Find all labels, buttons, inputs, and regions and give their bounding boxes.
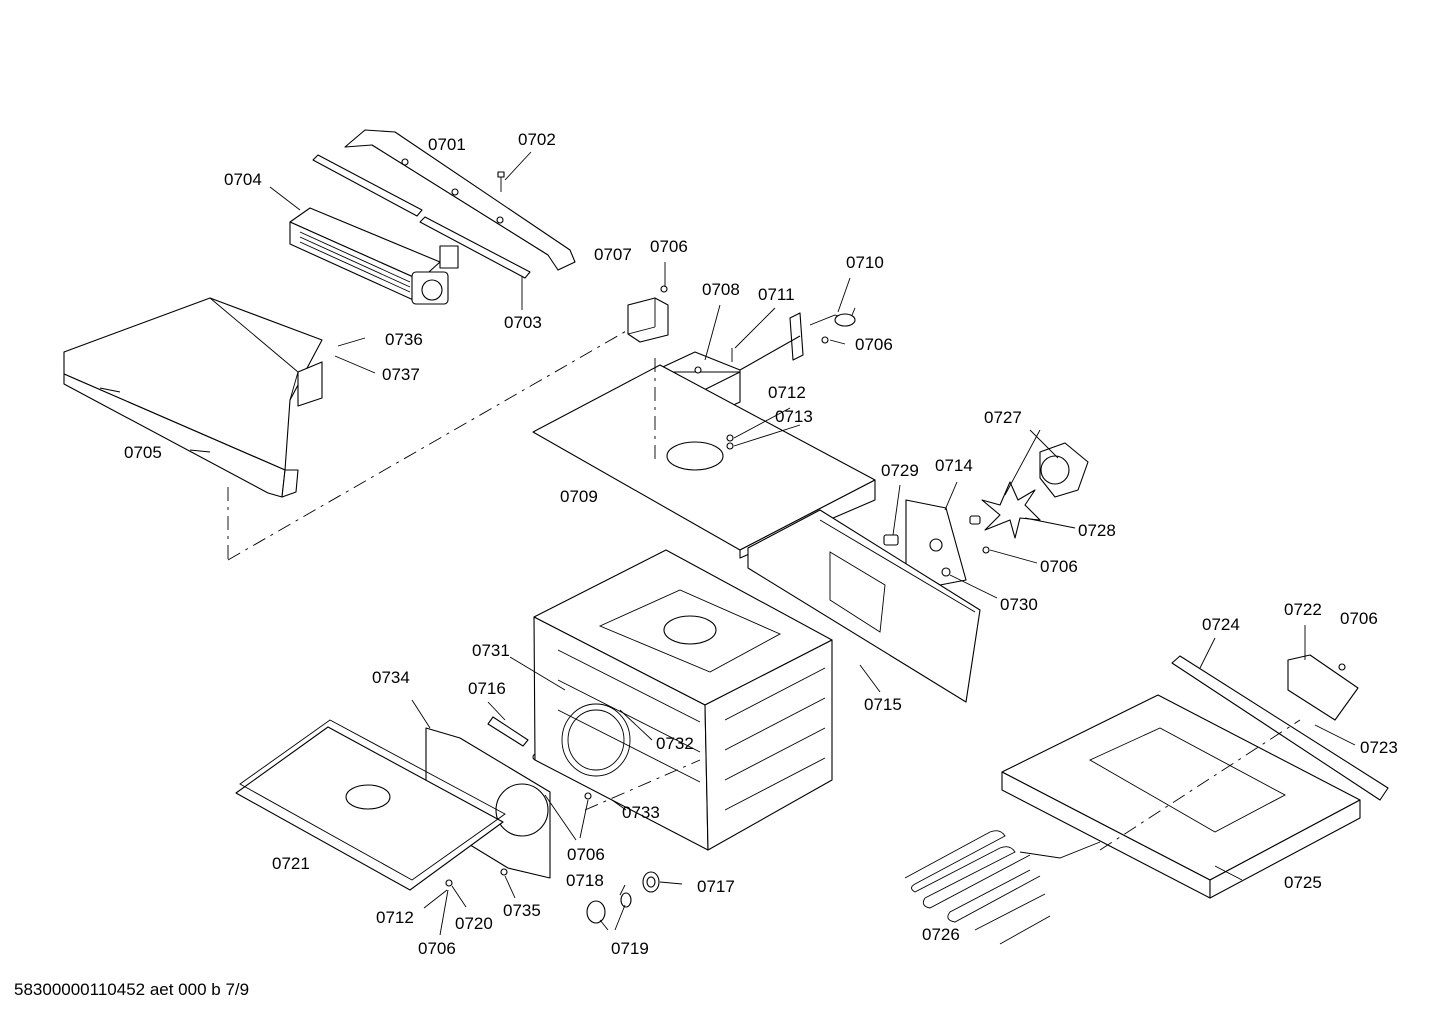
callout-0706: 0706 [1340,609,1378,628]
callout-0706: 0706 [567,845,605,864]
callout-0706: 0706 [1040,557,1078,576]
callout-0723: 0723 [1360,738,1398,757]
callout-0721: 0721 [272,854,310,873]
callout-0712: 0712 [768,383,806,402]
part-0716-bracket [487,716,529,747]
part-0710-sensor [789,307,856,361]
callout-0701: 0701 [428,135,466,154]
callout-0704: 0704 [224,170,262,189]
callout-0716: 0716 [468,679,506,698]
callout-0736: 0736 [385,330,423,349]
part-0715-rear-panel [747,509,981,703]
callout-0719: 0719 [611,939,649,958]
callout-0730: 0730 [1000,595,1038,614]
part-0721-door-panel [235,719,506,891]
callout-0706: 0706 [418,939,456,958]
callout-0728: 0728 [1078,521,1116,540]
part-0720-0735-screws [445,868,508,887]
part-0729-0730-fittings [883,515,981,577]
part-0705-duct-cover [63,297,323,498]
callout-0729: 0729 [881,461,919,480]
callout-0725: 0725 [1284,873,1322,892]
part-0717-knob-ring [642,871,660,893]
part-0711-probe [731,335,801,371]
callout-0726: 0726 [922,925,960,944]
part-0703-strips [312,154,531,279]
callout-0724: 0724 [1202,615,1240,634]
callout-0708: 0708 [702,280,740,299]
callout-labels: 0701 0702 0704 0703 0707 0706 0708 0711 … [124,130,1398,958]
part-0728-fan-wheel [981,481,1041,539]
callout-0732: 0732 [656,734,694,753]
callout-0712: 0712 [376,908,414,927]
part-0701-top-rail [344,129,576,271]
callout-0722: 0722 [1284,600,1322,619]
callout-0731: 0731 [472,641,510,660]
part-0724-rail [1171,655,1389,801]
callout-0717: 0717 [697,877,735,896]
part-0732-ring-heater [561,703,631,777]
part-0726-bottom-heater [904,830,1101,945]
leader-lines [269,151,1356,936]
callout-0702: 0702 [518,130,556,149]
callout-0705: 0705 [124,443,162,462]
part-0704-tangential-fan [289,207,459,305]
callout-0720: 0720 [455,914,493,933]
part-0727-fan-motor [1039,442,1089,498]
callout-0733: 0733 [622,803,660,822]
alignment-lines [227,329,1301,851]
callout-0727: 0727 [984,408,1022,427]
callout-0713: 0713 [775,407,813,426]
callout-0715: 0715 [864,695,902,714]
callout-0706: 0706 [855,335,893,354]
part-0707-transformer [627,297,669,343]
callout-0710: 0710 [846,253,884,272]
callout-0711: 0711 [758,285,795,304]
part-0702-screw [497,171,505,192]
part-0714-motor-bracket [905,499,967,586]
part-oven-cavity [533,549,833,851]
callout-0737: 0737 [382,365,420,384]
callout-0734: 0734 [372,668,410,687]
callout-0718: 0718 [566,871,604,890]
part-0725-bottom-tray [1001,694,1361,899]
callout-0735: 0735 [503,901,541,920]
callout-0706: 0706 [650,237,688,256]
part-0719-knob [586,892,632,924]
part-0712-0713-washers [726,434,734,450]
callout-0703: 0703 [504,313,542,332]
callout-0714: 0714 [935,456,973,475]
document-code: 58300000110452 aet 000 b 7/9 [14,980,250,999]
part-0722-bracket [1287,654,1359,721]
callout-0709: 0709 [560,487,598,506]
callout-0707: 0707 [594,245,632,264]
part-0734-front-frame [425,727,551,879]
